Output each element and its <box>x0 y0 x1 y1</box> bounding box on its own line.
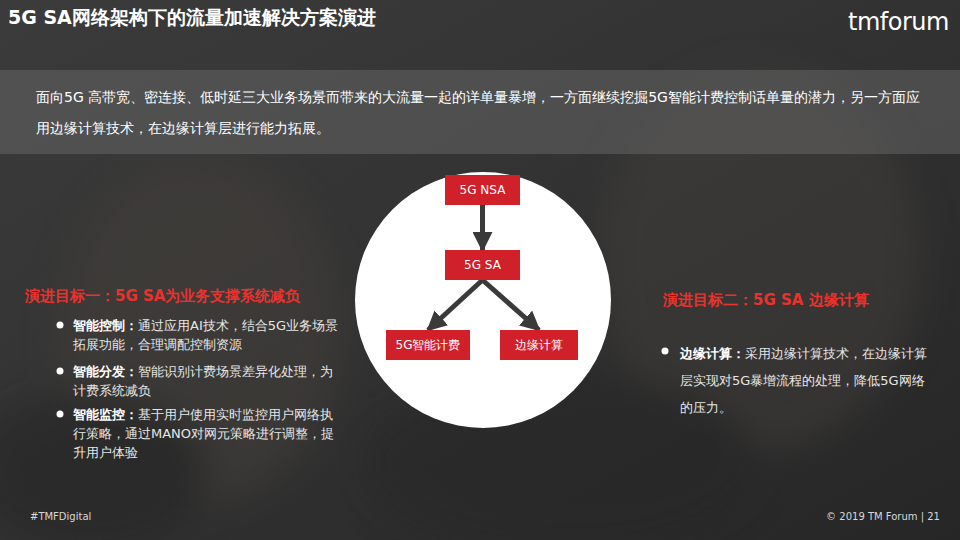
arrow-connector <box>483 280 540 330</box>
box-label: 5G NSA <box>460 183 506 197</box>
bullet-title: 智能分发： <box>73 364 138 379</box>
logo-text: tmforum <box>848 8 949 36</box>
bullet-dots <box>57 322 669 418</box>
center-circle <box>355 172 611 428</box>
box-label: 5G SA <box>464 258 501 272</box>
box-label: 5G智能计费 <box>396 337 461 354</box>
goal-heading: 演进目标二：5G SA 边缘计算 <box>663 291 943 310</box>
bullet-dot <box>57 368 64 375</box>
box-label: 边缘计算 <box>515 337 563 354</box>
bullet-item: 边缘计算：采用边缘计算技术，在边缘计算层实现对5G暴增流程的处理，降低5G网络的… <box>680 340 930 421</box>
process-box: 5G智能计费 <box>386 330 470 360</box>
bullet-dot <box>57 322 64 329</box>
bullet-item: 智能分发：智能识别计费场景差异化处理，为计费系统减负 <box>73 362 343 400</box>
arrow-connector <box>428 280 483 330</box>
intro-text: 面向5G 高带宽、密连接、低时延三大业务场景而带来的大流量一起的详单量暴增，一方… <box>36 82 920 144</box>
bullet-title: 边缘计算： <box>680 346 745 361</box>
bullet-title: 智能监控： <box>73 407 138 422</box>
footer-copyright: © 2019 TM Forum | 21 <box>826 511 940 522</box>
slide-title: 5G SA网络架构下的流量加速解决方案演进 <box>8 5 376 31</box>
process-box: 边缘计算 <box>500 330 578 360</box>
bullet-title: 智能控制： <box>73 318 138 333</box>
arrow-connector <box>480 205 485 250</box>
process-box: 5G SA <box>445 250 520 280</box>
bullet-item: 智能监控：基于用户使用实时监控用户网络执行策略，通过MANO对网元策略进行调整，… <box>73 405 343 462</box>
bullet-item: 智能控制：通过应用AI技术，结合5G业务场景拓展功能，合理调配控制资源 <box>73 316 343 354</box>
process-box: 5G NSA <box>445 175 520 205</box>
intro-band: 面向5G 高带宽、密连接、低时延三大业务场景而带来的大流量一起的详单量暴增，一方… <box>0 70 960 154</box>
bullet-dot <box>662 348 669 355</box>
footer-tag: #TMFDigital <box>30 511 91 522</box>
bullet-dot <box>57 411 64 418</box>
goal-heading: 演进目标一：5G SA为业务支撑系统减负 <box>25 287 375 306</box>
